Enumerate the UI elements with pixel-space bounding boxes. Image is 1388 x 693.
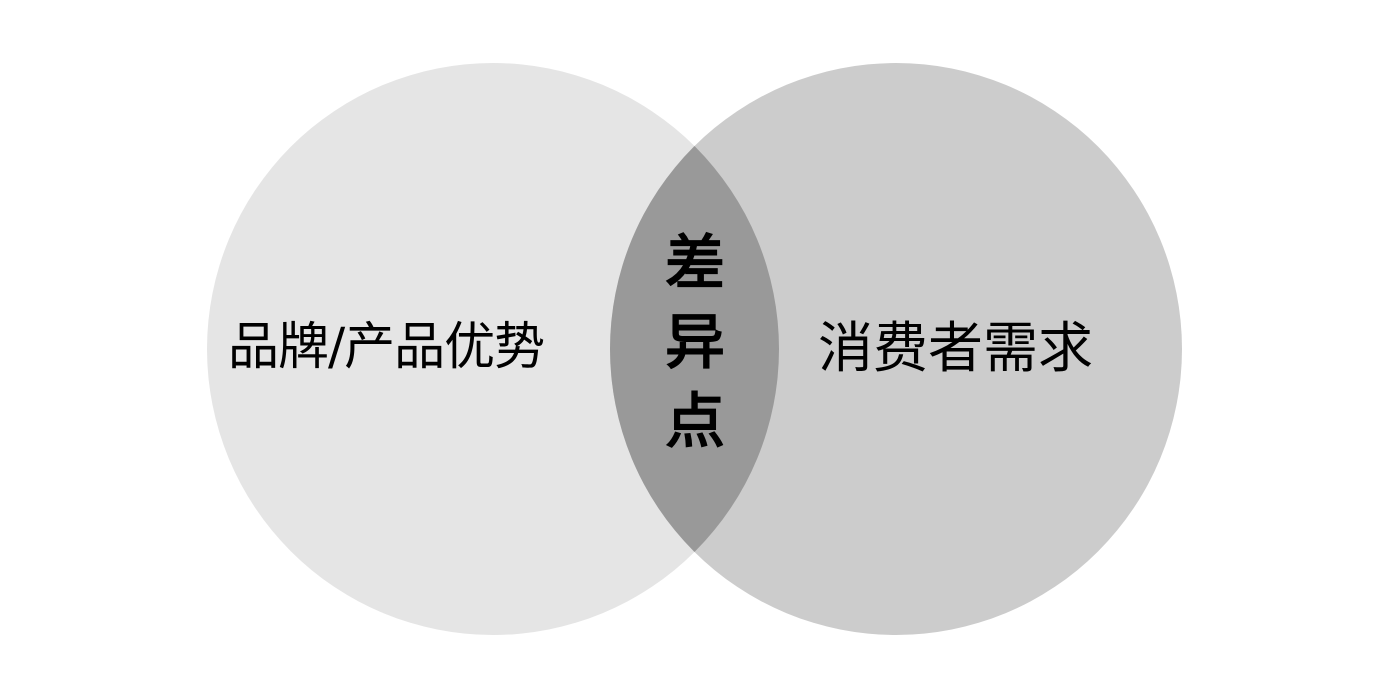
intersection-char-1: 差 <box>665 229 725 299</box>
intersection-char-3: 点 <box>665 387 725 457</box>
intersection-label: 差 异 点 <box>655 225 735 462</box>
intersection-char-2: 异 <box>665 308 725 378</box>
left-circle-brand-advantage <box>207 63 779 635</box>
left-set-label: 品牌/产品优势 <box>228 318 545 377</box>
right-set-label: 消费者需求 <box>818 316 1094 380</box>
right-circle-consumer-needs <box>610 63 1182 635</box>
